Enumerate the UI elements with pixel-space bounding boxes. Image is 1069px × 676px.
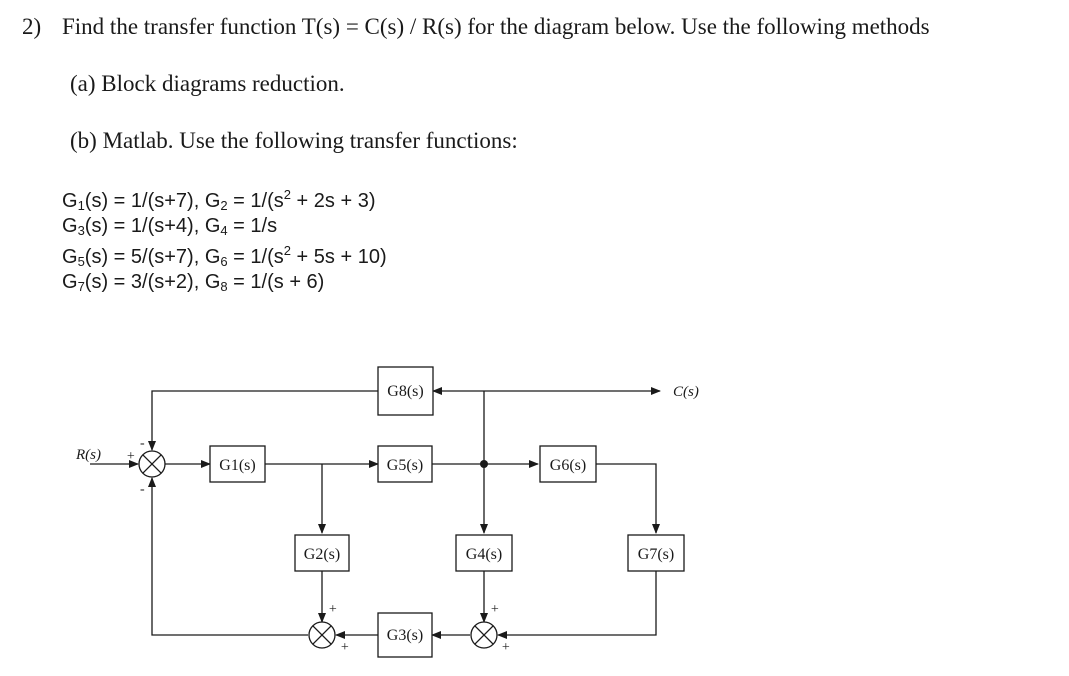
summing-junction-1 bbox=[138, 450, 166, 478]
block-g5-label: G5(s) bbox=[387, 457, 423, 474]
sum2-feedback-line bbox=[148, 477, 308, 636]
sum3-bottom-sign: + bbox=[501, 640, 510, 655]
block-g1: G1(s) bbox=[209, 445, 266, 483]
block-g6-label: G6(s) bbox=[550, 457, 586, 474]
summing-junction-3 bbox=[470, 621, 498, 649]
sum3-top-sign: + bbox=[490, 602, 499, 617]
part-a-text: (a) Block diagrams reduction. bbox=[70, 71, 345, 96]
question-prompt: Find the transfer function T(s) = C(s) /… bbox=[62, 14, 930, 39]
transfer-function-line-1: G1(s) = 1/(s+7), G2 = 1/(s2 + 2s + 3) bbox=[62, 187, 376, 213]
question-number: 2) bbox=[22, 14, 42, 39]
sum1-left-sign: + bbox=[126, 449, 135, 464]
summing-junction-2 bbox=[308, 621, 336, 649]
transfer-function-line-3: G5(s) = 5/(s+7), G6 = 1/(s2 + 5s + 10) bbox=[62, 243, 387, 269]
input-label: R(s) bbox=[75, 447, 101, 463]
g7-to-sum3-line bbox=[497, 571, 657, 639]
block-diagram: G1(s) G5(s) G6(s) G8(s) G2(s) G4(s) G7(s… bbox=[75, 366, 699, 658]
block-g8-label: G8(s) bbox=[387, 383, 423, 400]
transfer-function-line-4: G7(s) = 3/(s+2), G8 = 1/(s + 6) bbox=[62, 271, 325, 294]
g6-to-g7-line bbox=[596, 463, 660, 534]
block-g3-label: G3(s) bbox=[387, 627, 423, 644]
sum2-bottom-sign: + bbox=[340, 640, 349, 655]
junction-dot bbox=[480, 460, 488, 468]
g8-feedback-line bbox=[148, 390, 378, 451]
block-g2: G2(s) bbox=[294, 534, 350, 572]
sum1-top-sign: - bbox=[140, 436, 145, 451]
block-g7: G7(s) bbox=[627, 534, 685, 572]
output-label: C(s) bbox=[673, 384, 699, 400]
block-g1-label: G1(s) bbox=[219, 457, 255, 474]
block-g2-label: G2(s) bbox=[304, 546, 340, 563]
block-g5: G5(s) bbox=[377, 445, 433, 483]
sum2-top-sign: + bbox=[328, 602, 337, 617]
sum1-bottom-sign: - bbox=[140, 482, 145, 497]
block-g8: G8(s) bbox=[377, 366, 434, 416]
block-g6: G6(s) bbox=[539, 445, 597, 483]
block-g4: G4(s) bbox=[455, 534, 513, 572]
part-b-text: (b) Matlab. Use the following transfer f… bbox=[70, 128, 518, 153]
transfer-function-line-2: G3(s) = 1/(s+4), G4 = 1/s bbox=[62, 215, 278, 238]
block-g3: G3(s) bbox=[377, 612, 433, 658]
block-g4-label: G4(s) bbox=[466, 546, 502, 563]
block-g7-label: G7(s) bbox=[638, 546, 674, 563]
